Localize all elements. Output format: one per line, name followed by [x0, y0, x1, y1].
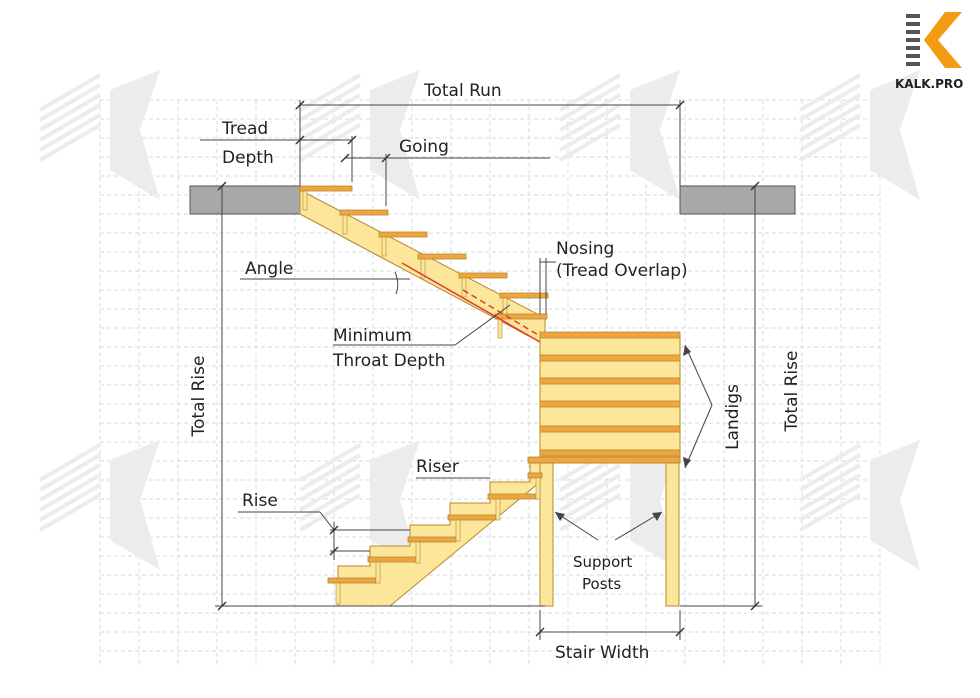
upper-riser: [342, 214, 348, 235]
lower-riser: [415, 541, 421, 564]
lower-tread: [367, 556, 417, 563]
angle-label: Angle: [245, 259, 293, 279]
background-grid: [99, 99, 881, 668]
landing-board: [539, 400, 681, 408]
landing-boards: [527, 331, 681, 464]
upper-tread: [494, 313, 548, 320]
upper-riser: [302, 190, 308, 211]
upper-tread: [378, 231, 428, 238]
logo-mark-icon: [906, 12, 962, 68]
lower-tread: [527, 472, 543, 479]
landing-board: [539, 377, 681, 385]
watermark-k-icon: [798, 440, 920, 570]
support-post-left: [539, 462, 554, 607]
watermark-k-icon: [38, 440, 160, 570]
support-post-right: [665, 462, 680, 607]
throat-line-dashed: [462, 289, 541, 337]
going-label: Going: [399, 137, 449, 157]
landing-block: [527, 331, 681, 607]
landing-board-bottom: [527, 456, 681, 464]
total-rise-right-label: Total Rise: [782, 351, 802, 433]
landing-board: [539, 425, 681, 433]
lower-treads: [327, 472, 543, 605]
upper-tread: [499, 292, 549, 299]
upper-riser: [381, 236, 387, 257]
lower-riser: [335, 582, 341, 605]
lower-riser: [495, 498, 501, 521]
rise-label: Rise: [242, 491, 278, 511]
upper-floor-slabs: [189, 185, 796, 215]
upper-tread: [458, 272, 508, 279]
landings-label: Landigs: [723, 384, 743, 450]
landings-arrow-bottom: [684, 404, 713, 469]
watermark-k-icon: [298, 440, 420, 570]
kalk-logo: KALK.PRO: [895, 12, 963, 91]
upper-riser: [497, 318, 503, 339]
tread-depth-label-2: Depth: [222, 148, 274, 168]
total-rise-left-label: Total Rise: [189, 356, 209, 438]
lower-flight: [327, 462, 543, 607]
watermark-k-icon: [38, 70, 160, 200]
landing-body: [539, 334, 681, 464]
nosing-label-1: Nosing: [556, 239, 614, 259]
watermark-k-icon: [558, 70, 680, 200]
upper-flight: [299, 185, 549, 343]
floor-slab-left: [189, 185, 301, 215]
upper-riser: [461, 277, 467, 298]
lower-riser: [455, 519, 461, 542]
floor-slab-right: [679, 185, 796, 215]
text-labels: Total Run Tread Depth Going Nosing (Trea…: [189, 81, 802, 663]
watermark-k-icon: [798, 70, 920, 200]
nosing-label-2: (Tread Overlap): [556, 261, 688, 281]
watermark-pattern: [38, 70, 920, 570]
support-posts-label-1: Support: [573, 553, 632, 571]
total-run-label: Total Run: [423, 81, 502, 101]
landing-board: [539, 354, 681, 362]
lower-tread: [407, 536, 457, 543]
landings-arrow-top: [684, 344, 713, 406]
upper-riser: [420, 258, 426, 279]
landing-board: [539, 331, 681, 339]
lower-tread: [447, 514, 497, 521]
support-arrow-right: [614, 511, 663, 541]
logo-text: KALK.PRO: [895, 77, 963, 91]
landing-board: [539, 449, 681, 457]
upper-tread: [417, 253, 467, 260]
stair-width-label: Stair Width: [555, 643, 649, 663]
throat-label-2: Throat Depth: [332, 351, 445, 371]
lower-tread: [327, 577, 377, 584]
upper-tread: [299, 185, 353, 192]
throat-label-1: Minimum: [333, 326, 412, 346]
lower-riser: [375, 561, 381, 584]
riser-label: Riser: [416, 457, 459, 477]
upper-tread: [339, 209, 389, 216]
upper-treads: [299, 185, 549, 339]
lower-riser: [535, 477, 541, 500]
support-posts-label-2: Posts: [582, 575, 621, 593]
tread-depth-label-1: Tread: [221, 119, 268, 139]
dimension-lines: [200, 100, 762, 640]
watermark-k-icon: [298, 70, 420, 200]
lower-stringer: [337, 462, 541, 607]
lower-tread: [487, 493, 537, 500]
throat-line: [401, 262, 541, 343]
